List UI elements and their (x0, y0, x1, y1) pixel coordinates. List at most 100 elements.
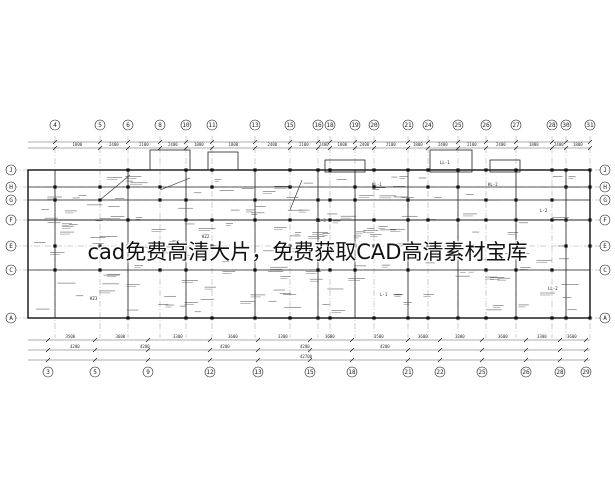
column (550, 168, 554, 172)
axis-bubble-top (402, 119, 414, 131)
column (316, 218, 320, 222)
column (484, 268, 488, 272)
dimension-tick (425, 145, 431, 151)
dimension-tick (405, 347, 411, 353)
dimension-tick (563, 139, 569, 145)
column (456, 218, 460, 222)
dimension-value: 4200 (220, 344, 230, 349)
column (316, 268, 320, 272)
dimension-tick (455, 145, 461, 151)
axis-bubble-bottom-label: 13 (254, 369, 262, 376)
dimension-tick (307, 337, 313, 343)
column (426, 185, 430, 189)
axis-bubble-bottom-label: 28 (556, 369, 564, 376)
column (514, 198, 518, 202)
dimension-value: 3300 (173, 334, 183, 339)
axis-bubble-bottom-label: 18 (348, 369, 356, 376)
stair-box (489, 159, 521, 173)
stair-box (324, 159, 366, 173)
axis-bubble-right (599, 264, 611, 276)
column (288, 316, 292, 320)
column (588, 244, 592, 248)
axis-bubble-right-label: F (603, 217, 607, 224)
column (406, 168, 410, 172)
axis-bubble-bottom (434, 366, 446, 378)
axis-bubble-top-label: 13 (251, 122, 259, 129)
axis-bubble-left (5, 194, 17, 206)
axis-bubble-right-label: J (603, 167, 607, 174)
dimension-tick (45, 357, 51, 363)
dimension-tick (349, 357, 355, 363)
column (372, 218, 376, 222)
dimension-tick (349, 337, 355, 343)
column (316, 316, 320, 320)
axis-bubble-bottom (402, 366, 414, 378)
dimension-value: 3600 (498, 334, 508, 339)
dimension-value: 4200 (300, 344, 310, 349)
dimension-tick (327, 139, 333, 145)
column (514, 316, 518, 320)
column (288, 218, 292, 222)
axis-bubble-right (599, 214, 611, 226)
dimension-tick (45, 337, 51, 343)
dimension-tick (563, 145, 569, 151)
axis-bubble-left (5, 264, 17, 276)
dimension-value: 1800 (194, 142, 204, 147)
column (484, 198, 488, 202)
axis-bubble-left (5, 312, 17, 324)
axis-bubble-top (510, 119, 522, 131)
axis-bubble-bottom-label: 3 (46, 369, 50, 376)
dimension-tick (437, 357, 443, 363)
dimension-tick (405, 139, 411, 145)
axis-bubble-right-label: C (603, 267, 607, 274)
column (53, 268, 57, 272)
axis-bubble-top (452, 119, 464, 131)
column (158, 198, 162, 202)
axis-bubble-top-label: 28 (548, 122, 556, 129)
dimension-tick (523, 357, 529, 363)
column (158, 185, 162, 189)
axis-bubble-right (599, 240, 611, 252)
axis-bubble-top (584, 119, 596, 131)
column (126, 244, 130, 248)
beam-tag: LL-1 (440, 160, 450, 165)
dimension-tick (97, 139, 103, 145)
dimension-tick (327, 145, 333, 151)
column (353, 198, 357, 202)
column (456, 168, 460, 172)
axis-bubble-left (5, 164, 17, 176)
dimension-value: 2400 (109, 142, 119, 147)
axis-bubble-right (599, 194, 611, 206)
axis-bubble-top-label: 26 (482, 122, 490, 129)
dimension-tick (207, 347, 213, 353)
column (564, 168, 568, 172)
dimension-tick (307, 347, 313, 353)
dimension-tick (405, 357, 411, 363)
column (372, 316, 376, 320)
axis-bubble-top (94, 119, 106, 131)
dimension-value: 3600 (228, 334, 238, 339)
column (288, 185, 292, 189)
column (406, 268, 410, 272)
axis-bubble-top (422, 119, 434, 131)
column (564, 185, 568, 189)
column (253, 198, 257, 202)
dimension-tick (483, 139, 489, 145)
axis-bubble-bottom-label: 21 (404, 369, 412, 376)
axis-bubble-bottom (346, 366, 358, 378)
outer-wall (27, 169, 591, 319)
axis-bubble-right-label: A (603, 315, 607, 322)
column (406, 316, 410, 320)
axis-bubble-top (480, 119, 492, 131)
column (53, 185, 57, 189)
dimension-value: 3300 (455, 334, 465, 339)
axis-bubble-bottom-label: 5 (93, 369, 97, 376)
dimension-tick (549, 145, 555, 151)
column (158, 244, 162, 248)
dimension-tick (209, 139, 215, 145)
dimension-tick (371, 145, 377, 151)
column (484, 218, 488, 222)
dimension-value: 1800 (73, 142, 83, 147)
